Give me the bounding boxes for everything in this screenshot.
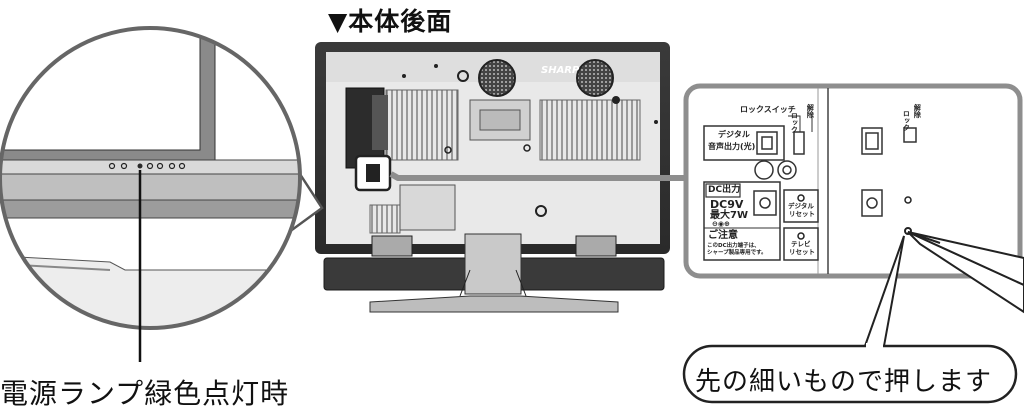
digital-reset-label-1: デジタル (788, 202, 814, 210)
front-magnifier (0, 26, 324, 362)
detail-panel (683, 83, 1023, 279)
caution-line-1: このDC出力端子は、 (707, 243, 760, 249)
tv-reset-label-1: テレビ (791, 240, 811, 248)
dc-polarity-symbol: ⊖◉⊕ (712, 220, 730, 228)
tv-stand-foot (369, 295, 619, 313)
dc-spec-watt: 最大7W (710, 210, 748, 221)
lock-switch-label: ロックスイッチ (740, 105, 796, 114)
stylus (907, 231, 1024, 314)
vent-left (385, 89, 459, 161)
speaker-grill-right (576, 59, 614, 97)
tv-stand-neck (464, 233, 522, 295)
press-callout (682, 235, 1018, 404)
digital-reset-label-2: リセット (789, 210, 815, 218)
dc-spec-voltage: DC9V (710, 198, 744, 211)
page-title: ▼本体後面 (328, 7, 453, 36)
tv-reset-label-2: リセット (789, 248, 815, 256)
lamp-caption: 電源ランプ緑色点灯時 (0, 377, 290, 410)
lock-label: ロック (790, 112, 799, 133)
digital-audio-label-2: 音声出力(光) (708, 142, 756, 151)
brand-logo: SHARP (541, 65, 580, 76)
lock-label-right: ロック (902, 110, 911, 131)
speaker-grill-left (478, 59, 516, 97)
release-label-right: 解除 (913, 104, 922, 118)
press-instruction: 先の細いもので押します (695, 367, 993, 397)
magnifier-ring (0, 26, 302, 330)
dc-output-label: DC出力 (708, 185, 741, 195)
front-indicator-dots (108, 162, 186, 170)
caution-title: ご注意 (708, 230, 738, 241)
release-label: 解除 (806, 104, 815, 118)
caution-line-2: シャープ製品専用です。 (707, 250, 767, 256)
digital-audio-label-1: デジタル (718, 130, 750, 139)
vent-right (539, 99, 641, 161)
tv-rear-view (315, 42, 670, 313)
